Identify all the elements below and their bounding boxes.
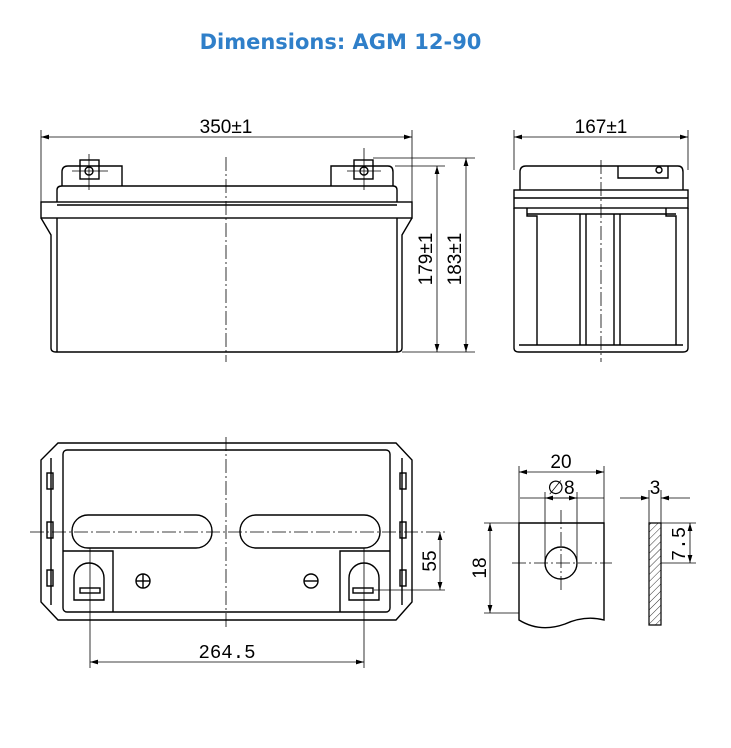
drawing-title: Dimensions: AGM 12-90 (199, 30, 482, 54)
side-view: 167±1 (513, 117, 689, 362)
terminal-spacing-dim: 264.5 (198, 642, 255, 664)
terminal-height-dim: 18 (470, 557, 491, 578)
terminal-thickness-dim: 3 (650, 478, 661, 499)
total-height-dim: 183±1 (445, 233, 466, 286)
width-dim: 167±1 (575, 117, 628, 138)
length-dim: 350±1 (200, 117, 253, 138)
hole-offset-dim: 7.5 (669, 527, 691, 561)
negative-symbol (303, 573, 319, 589)
case-height-dim: 179±1 (416, 233, 437, 286)
terminal-offset-dim: 55 (420, 550, 441, 571)
positive-symbol (135, 573, 151, 589)
hole-diameter-dim: ∅8 (547, 478, 574, 499)
front-view: 350±1 179±1 183±1 (40, 117, 475, 362)
terminal-detail: 20 ∅8 18 3 7.5 (470, 452, 696, 629)
top-view: 264.5 55 (30, 0, 445, 668)
terminal-width-dim: 20 (550, 452, 571, 473)
